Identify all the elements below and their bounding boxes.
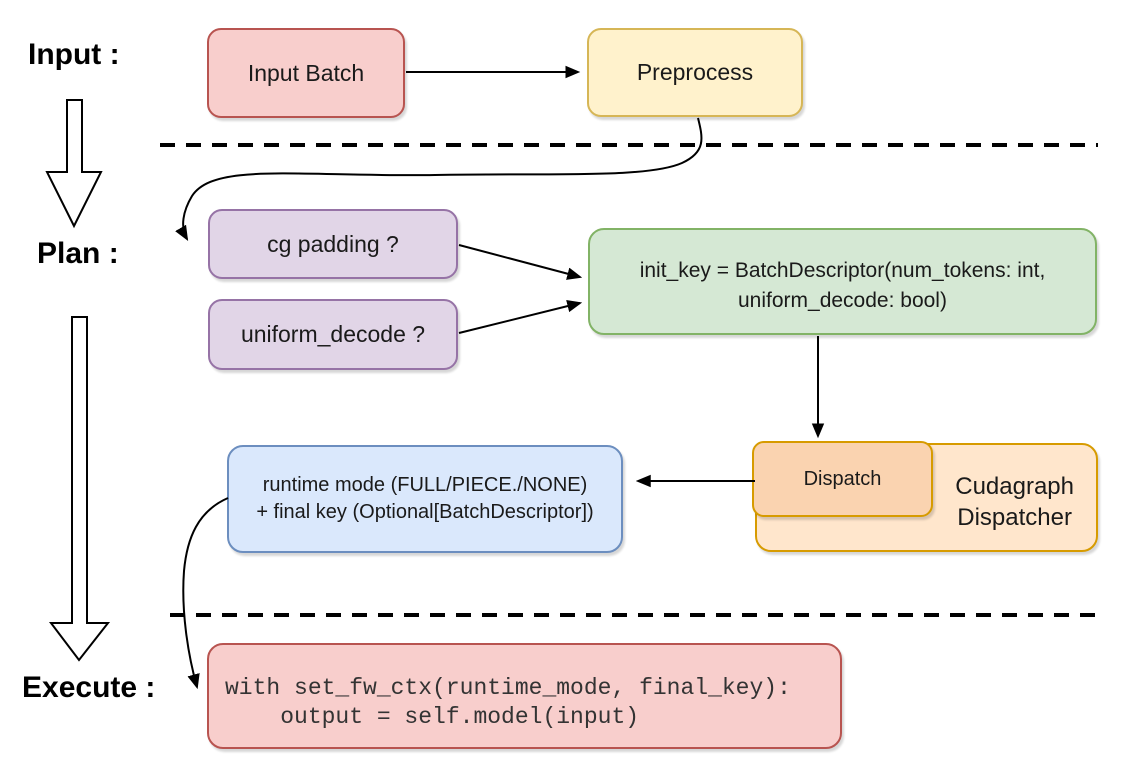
- section-label-input: Input :: [28, 38, 120, 71]
- node-runtime-mode: runtime mode (FULL/PIECE./NONE) + final …: [227, 445, 623, 553]
- node-input-batch: Input Batch: [207, 28, 405, 118]
- section-label-plan: Plan :: [37, 237, 119, 270]
- arrow-cg-padding-to-init-key: [458, 244, 583, 280]
- node-execute-code: with set_fw_ctx(runtime_mode, final_key)…: [207, 643, 842, 749]
- node-init-key: init_key = BatchDescriptor(num_tokens: i…: [588, 228, 1097, 335]
- flow-arrow-input-to-plan: [45, 99, 103, 229]
- flow-arrow-plan-to-execute: [48, 316, 111, 662]
- section-label-execute: Execute :: [22, 671, 156, 704]
- node-uniform-decode: uniform_decode ?: [208, 299, 458, 370]
- node-preprocess: Preprocess: [587, 28, 803, 117]
- node-dispatch: Dispatch: [752, 441, 933, 517]
- node-cg-padding: cg padding ?: [208, 209, 458, 279]
- arrow-uniform-decode-to-init-key: [458, 299, 583, 334]
